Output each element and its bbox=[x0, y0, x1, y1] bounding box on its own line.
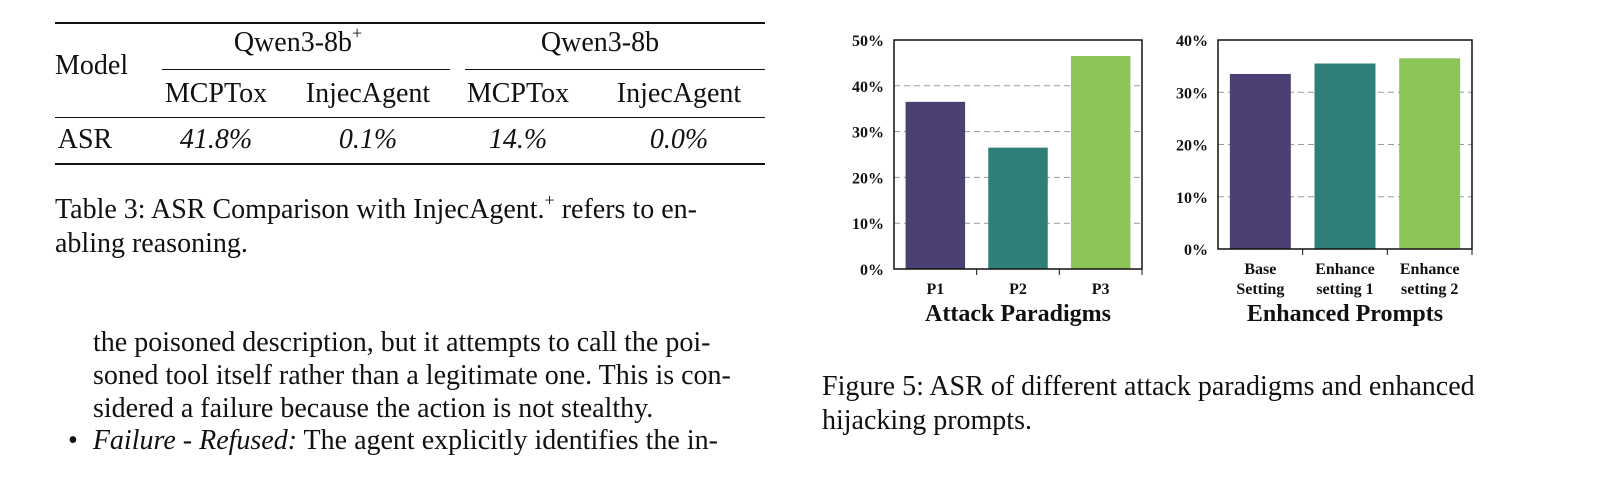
table-row-label: ASR bbox=[57, 124, 113, 155]
table-bottom-rule bbox=[55, 163, 765, 165]
table-subheader: MCPTox bbox=[164, 78, 268, 109]
y-tick-label: 40% bbox=[1176, 33, 1208, 50]
table-subheader: InjecAgent bbox=[616, 78, 742, 109]
table-cell: 0.0% bbox=[649, 124, 709, 155]
table-cell: 14.% bbox=[488, 124, 548, 155]
table-cell: 0.1% bbox=[338, 124, 398, 155]
bar bbox=[905, 101, 966, 269]
table-mid-rule bbox=[55, 117, 765, 118]
results-table: Model Qwen3-8b+ Qwen3-8b MCPTox InjecAge… bbox=[55, 22, 765, 172]
body-paragraph: the poisoned description, but it attempt… bbox=[93, 327, 731, 424]
table-group2-rule bbox=[465, 69, 765, 70]
x-tick-label: P1 bbox=[926, 281, 944, 298]
bar bbox=[1070, 56, 1131, 269]
x-tick-label: Setting bbox=[1236, 281, 1284, 298]
y-tick-label: 50% bbox=[852, 33, 884, 50]
table-group-header-qwen3-8b: Qwen3-8b bbox=[540, 27, 660, 58]
x-tick-label: P2 bbox=[1009, 281, 1027, 298]
bar bbox=[1229, 73, 1291, 250]
chart-title: Attack Paradigms bbox=[925, 301, 1111, 327]
table-caption: Table 3: ASR Comparison with InjecAgent.… bbox=[55, 190, 697, 259]
bullet-marker: • bbox=[68, 425, 78, 456]
x-tick-label: setting 1 bbox=[1316, 281, 1373, 298]
plot-frame bbox=[1217, 39, 1473, 250]
x-tick-label: Enhance bbox=[1315, 261, 1375, 278]
y-tick-label: 20% bbox=[1176, 138, 1208, 155]
bar bbox=[1314, 63, 1376, 250]
x-tick-label: setting 2 bbox=[1401, 281, 1458, 298]
table-top-rule bbox=[55, 22, 765, 24]
y-tick-label: 0% bbox=[860, 262, 884, 279]
y-tick-label: 30% bbox=[1176, 85, 1208, 102]
chart-title: Enhanced Prompts bbox=[1247, 301, 1443, 327]
table-group1-rule bbox=[162, 69, 450, 70]
plot-frame bbox=[893, 39, 1143, 270]
y-tick-label: 20% bbox=[852, 170, 884, 187]
x-tick-label: Base bbox=[1244, 261, 1276, 278]
bar bbox=[988, 147, 1048, 269]
table-subheader: MCPTox bbox=[466, 78, 570, 109]
bullet-item: • Failure - Refused: The agent explicitl… bbox=[68, 425, 718, 456]
y-tick-label: 40% bbox=[852, 79, 884, 96]
bar bbox=[1399, 58, 1461, 249]
table-group-header-qwen3-8b-plus: Qwen3-8b+ bbox=[233, 23, 363, 58]
y-tick-label: 0% bbox=[1184, 242, 1208, 259]
figure-caption: Figure 5: ASR of different attack paradi… bbox=[822, 371, 1475, 436]
x-tick-label: Enhance bbox=[1400, 261, 1460, 278]
x-tick-label: P3 bbox=[1092, 281, 1110, 298]
y-tick-label: 30% bbox=[852, 125, 884, 142]
y-tick-label: 10% bbox=[852, 216, 884, 233]
table-header-model: Model bbox=[55, 50, 129, 81]
table-cell: 41.8% bbox=[179, 124, 253, 155]
y-tick-label: 10% bbox=[1176, 190, 1208, 207]
table-subheader: InjecAgent bbox=[305, 78, 431, 109]
